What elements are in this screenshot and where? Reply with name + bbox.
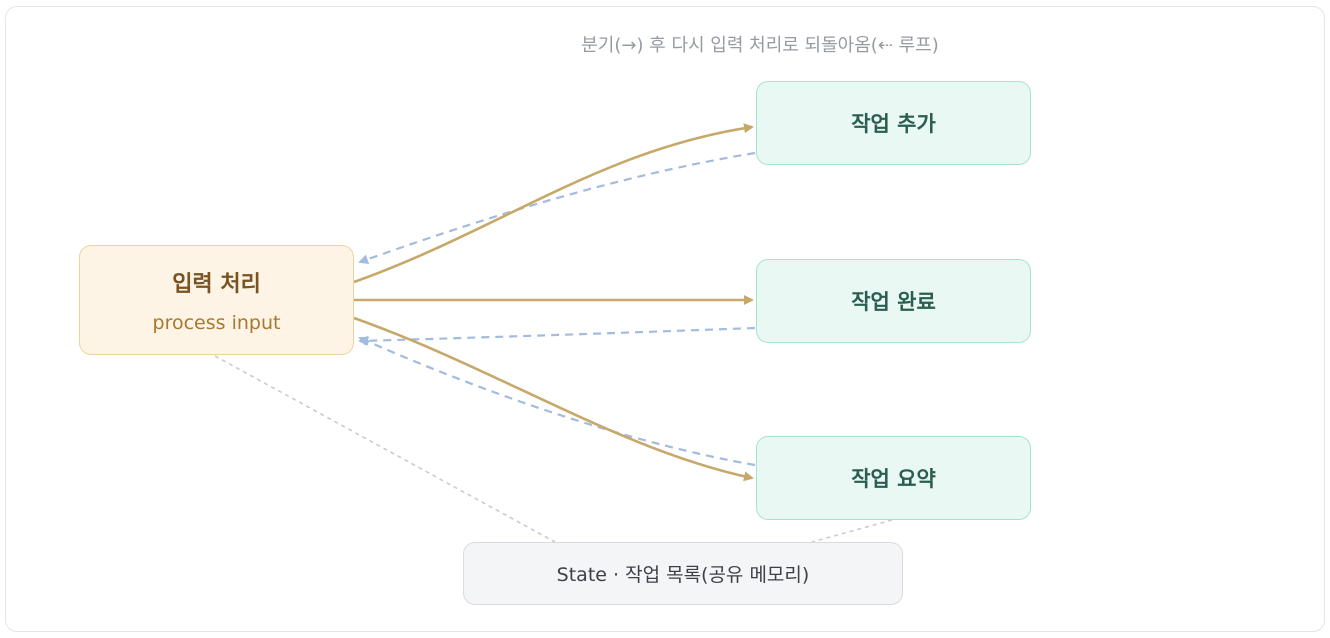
node-shared-state-title: State · 작업 목록(공유 메모리)	[556, 564, 810, 586]
node-process-input-subtitle: process input	[152, 312, 281, 334]
edge-summary-to-input-loop	[358, 336, 756, 467]
node-summary-task-title: 작업 요약	[851, 467, 936, 491]
edge-input-to-add	[353, 123, 754, 284]
node-process-input: 입력 처리 process input	[79, 245, 354, 355]
edge-summary-to-state	[811, 519, 893, 543]
edge-add-to-input-loop	[358, 151, 756, 265]
edge-input-to-state	[214, 355, 556, 543]
edge-input-to-summary	[353, 316, 754, 482]
diagram-caption: 분기(→) 후 다시 입력 처리로 되돌아옴(⇠ 루프)	[581, 35, 939, 56]
node-summary-task: 작업 요약	[756, 436, 1031, 520]
node-add-task-title: 작업 추가	[851, 112, 936, 136]
node-shared-state: State · 작업 목록(공유 메모리)	[463, 542, 903, 605]
node-complete-task-title: 작업 완료	[851, 290, 936, 314]
node-add-task: 작업 추가	[756, 81, 1031, 165]
edge-complete-to-input-loop	[358, 326, 756, 346]
node-process-input-title: 입력 처리	[172, 272, 261, 297]
node-complete-task: 작업 완료	[756, 259, 1031, 343]
